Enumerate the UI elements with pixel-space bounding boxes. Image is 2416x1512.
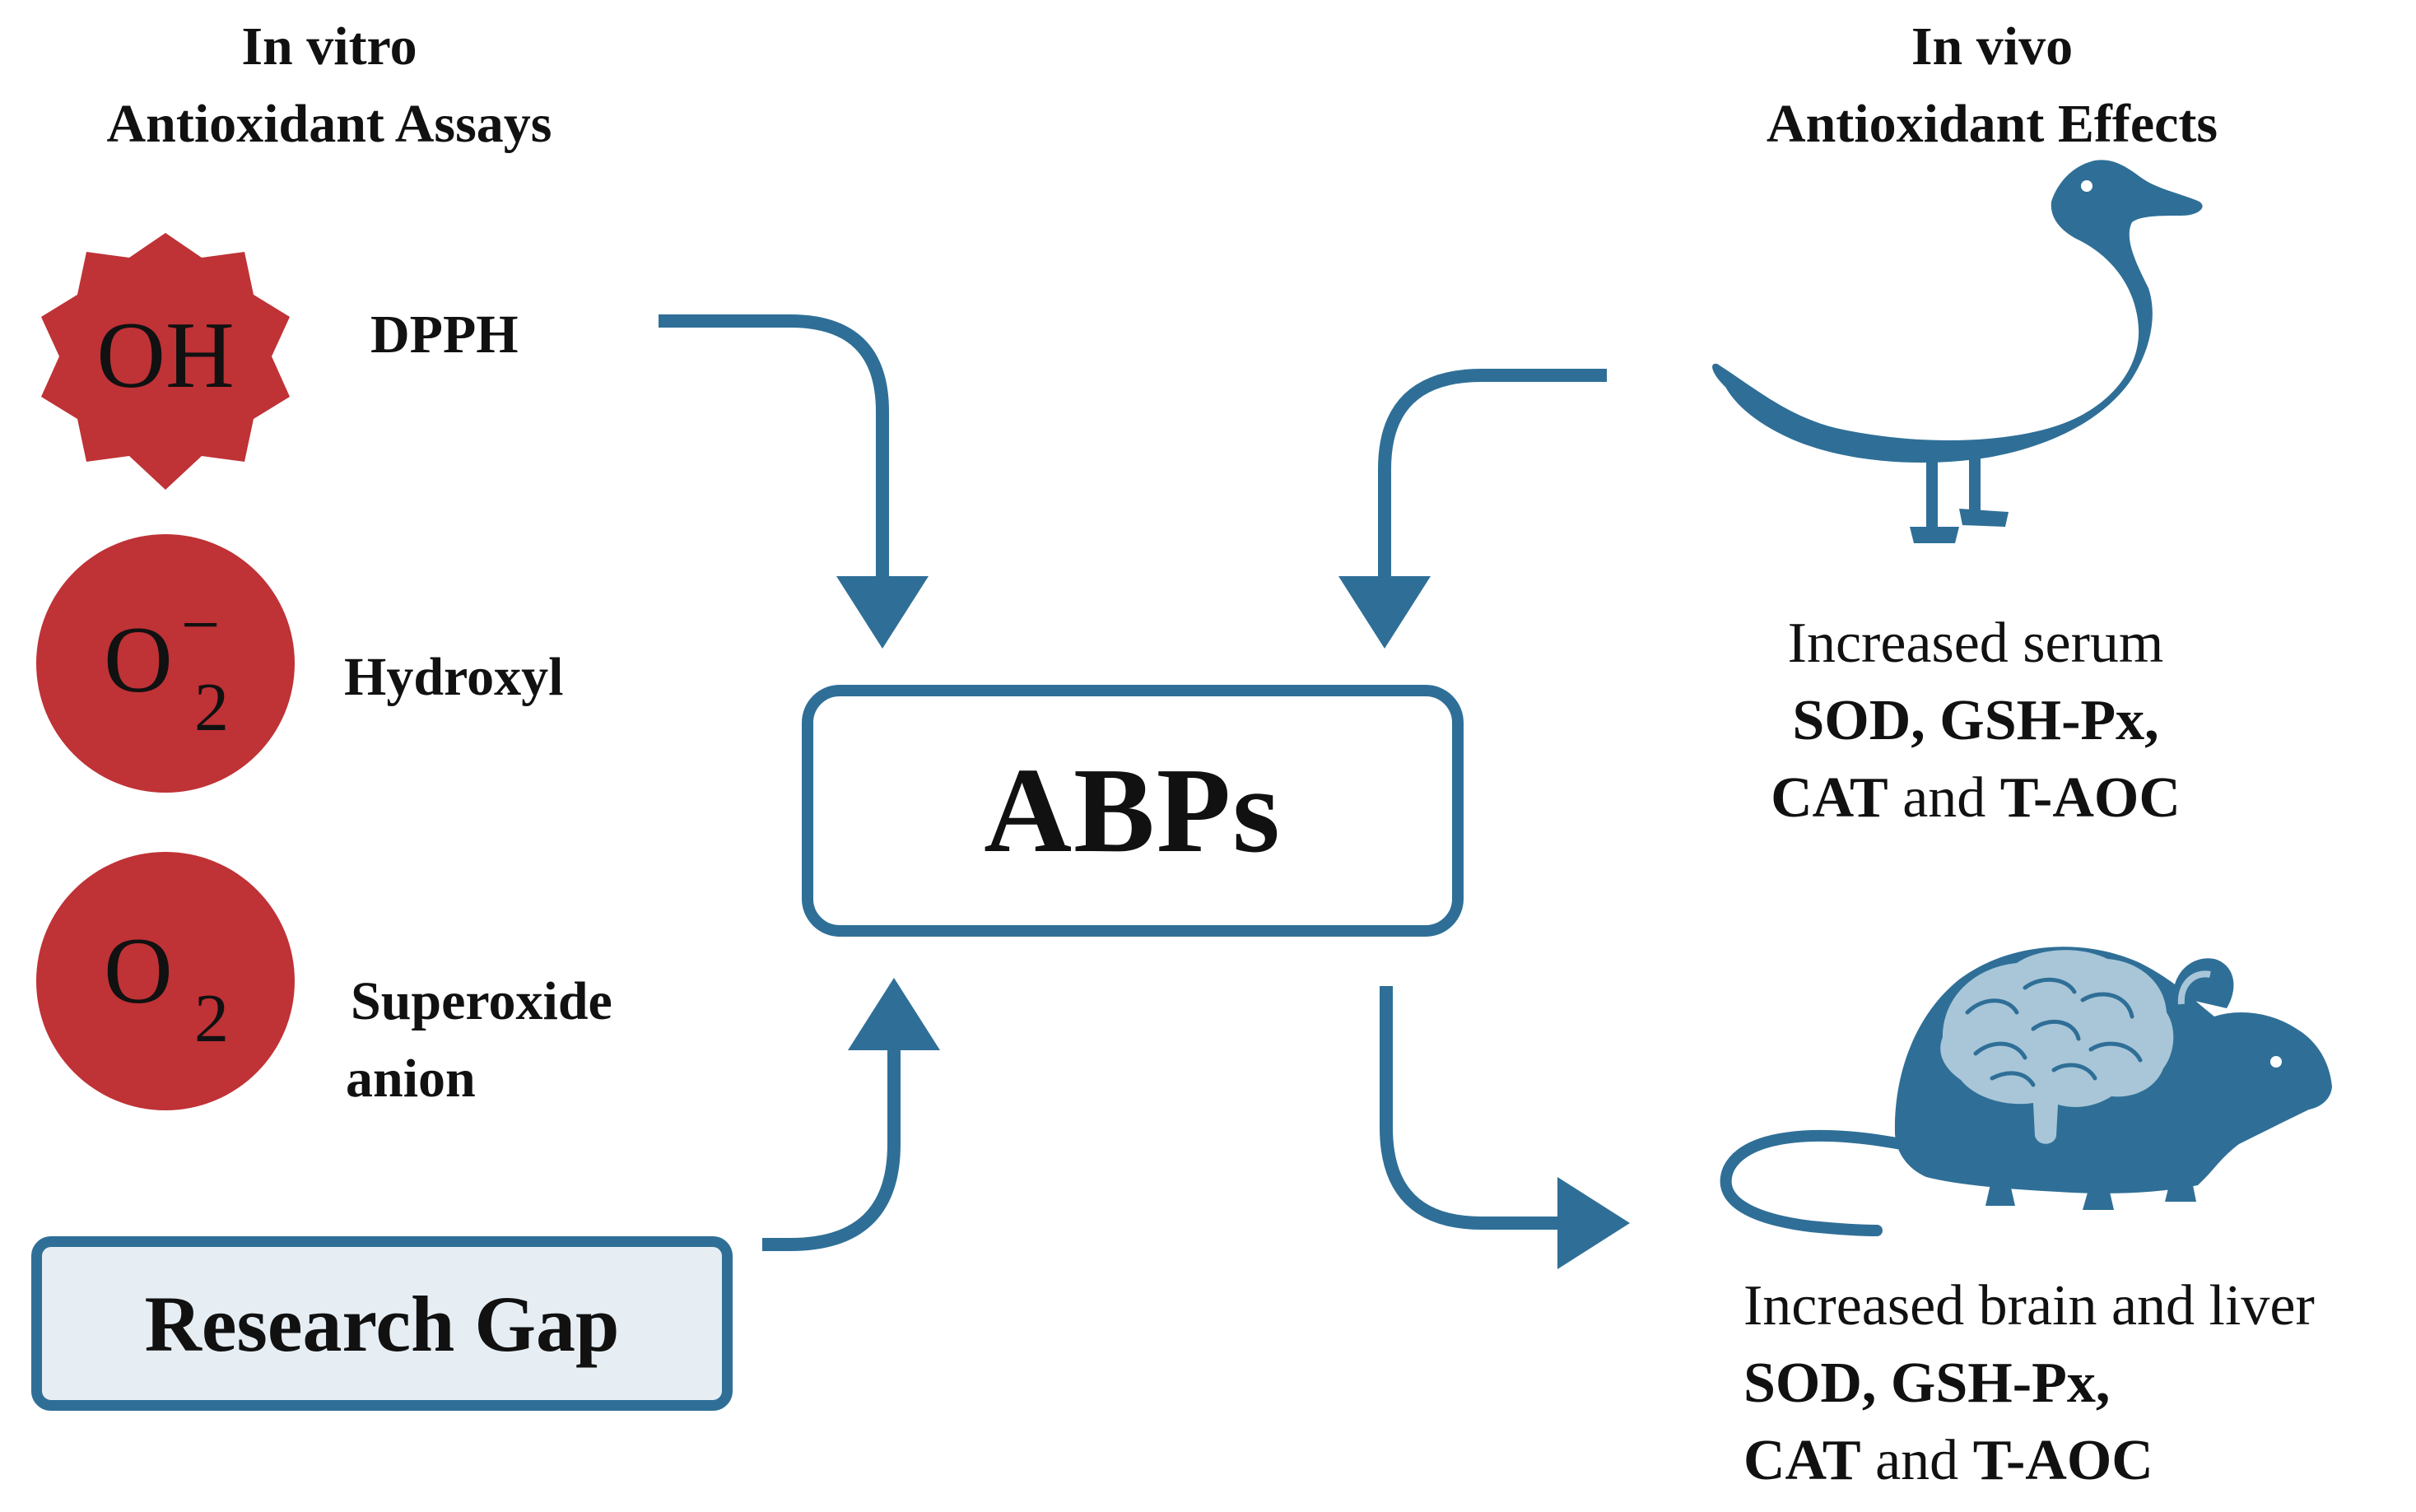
mouse-effect-line1: Increased brain and liver [1743,1274,2315,1338]
oxygen-sub-text: 2 [194,980,229,1057]
assay-label-superoxide-line2: anion [346,1049,476,1109]
brain-icon [1940,950,2174,1144]
duck-effect-text: Increased serum SOD, GSH-Px, CAT and T-A… [1696,605,2255,837]
arrow-invitro-to-abps [659,314,929,649]
oxygen-o-text: O [104,919,173,1024]
mouse-effect-line3: CAT and T-AOC [1743,1422,2315,1500]
oh-radical-badge [41,233,290,490]
superoxide-o-text: O [104,607,173,713]
abps-box: ABPs [802,685,1464,937]
duck-effect-cat: CAT [1771,766,1888,830]
mouse-effect-and: and [1860,1429,1973,1492]
mouse-effect-line2: SOD, GSH-Px, [1743,1351,2111,1415]
duck-effect-line2: SOD, GSH-Px, [1792,689,2159,752]
oxygen-symbol: O 2 [99,919,247,1057]
assay-label-hydroxyl: Hydroxyl [344,647,564,707]
arrow-duck-to-abps [1338,369,1607,649]
superoxide-radical-badge [36,534,295,793]
in-vitro-header-line2: Antioxidant Assays [106,94,552,154]
assay-label-superoxide-line1: Superoxide [351,971,612,1031]
duck-effect-line3: CAT and T-AOC [1696,760,2255,837]
research-gap-box: Research Gap [31,1236,733,1411]
mouse-silhouette-icon [1720,947,2332,1236]
oh-symbol-text: OH [96,303,235,408]
duck-effect-and: and [1888,766,2000,830]
oxygen-badge [36,852,295,1110]
in-vivo-header-line1: In vivo [1911,16,2074,77]
duck-effect-line1: Increased serum [1787,612,2164,675]
mouse-effect-cat: CAT [1743,1429,1861,1492]
in-vivo-header: In vivo Antioxidant Effects [1696,8,2288,163]
superoxide-sub-text: 2 [194,669,229,746]
in-vitro-header: In vitro Antioxidant Assays [33,8,626,163]
oh-symbol: OH [83,306,248,405]
assay-label-superoxide: Superoxide anion [346,963,612,1118]
abps-label: ABPs [984,743,1282,878]
in-vivo-header-line2: Antioxidant Effects [1766,94,2218,154]
research-gap-label: Research Gap [144,1279,620,1368]
in-vitro-header-line1: In vitro [241,16,417,77]
superoxide-sup-text: − [181,587,221,663]
mouse-effect-taoc: T-AOC [1972,1429,2153,1492]
assay-label-dpph: DPPH [370,305,519,365]
duck-effect-taoc: T-AOC [1999,766,2181,830]
superoxide-symbol: O − 2 [99,587,247,746]
mouse-effect-text: Increased brain and liver SOD, GSH-Px, C… [1743,1268,2315,1500]
arrow-abps-to-mouse [1380,986,1630,1269]
duck-silhouette-icon [1712,160,2203,543]
arrow-gap-to-abps [762,978,940,1251]
